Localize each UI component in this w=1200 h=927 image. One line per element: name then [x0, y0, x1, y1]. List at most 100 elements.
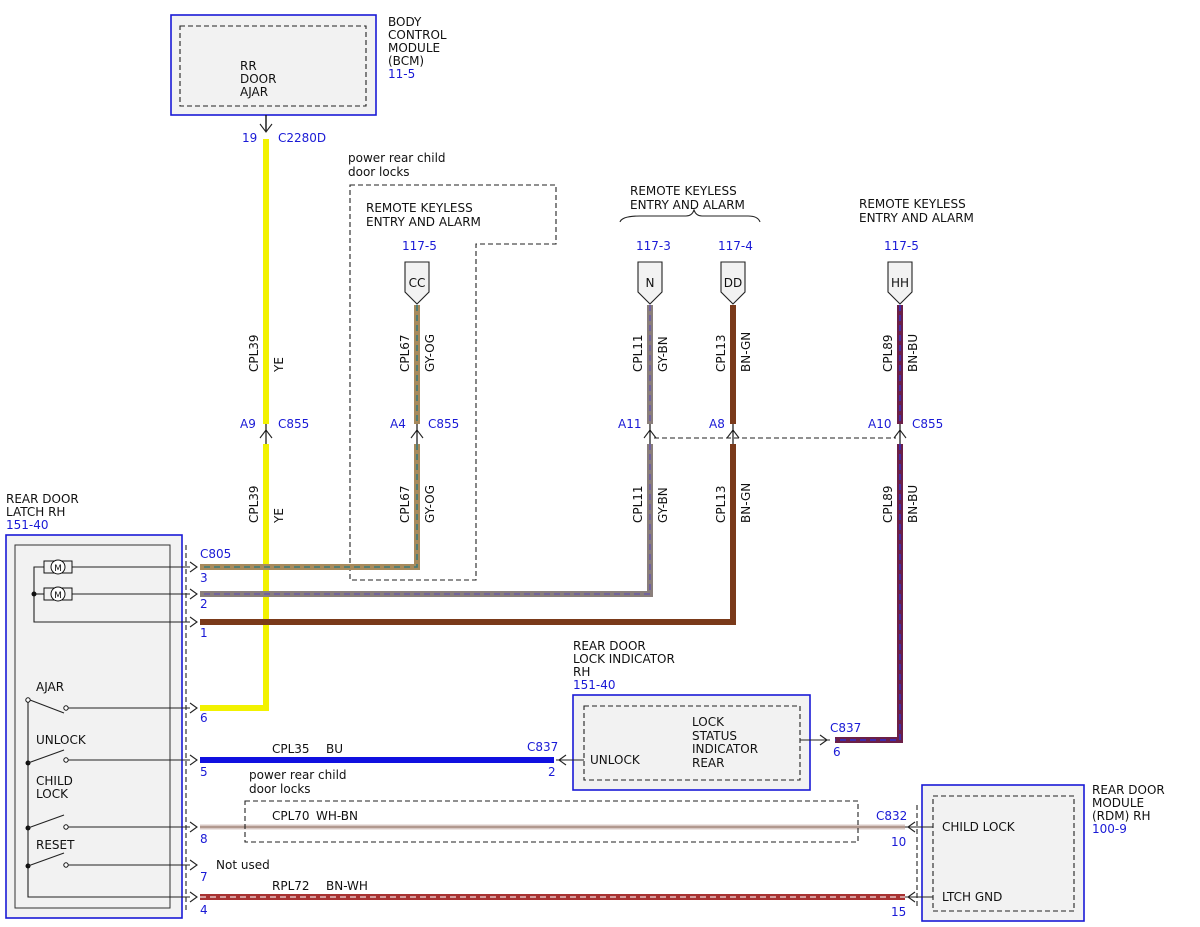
- latch-connector: C805: [200, 547, 231, 561]
- bcm-ref: 11-5: [388, 67, 415, 81]
- rke-right-label: REMOTE KEYLESS ENTRY AND ALARM: [859, 197, 974, 225]
- terminal-hh-label: HH: [891, 276, 909, 290]
- switch-child-lock-label: CHILD LOCK: [36, 774, 77, 801]
- switch-unlock-label: UNLOCK: [36, 733, 87, 747]
- rke-middle-label: REMOTE KEYLESS ENTRY AND ALARM: [630, 184, 745, 212]
- motor-icon: M: [43, 559, 73, 575]
- rdm-child-lock: CHILD LOCK: [942, 820, 1016, 834]
- c837-right-pin: 6: [833, 745, 841, 759]
- c837-left-label: C837: [527, 740, 558, 754]
- latch-pin-4: 4: [200, 903, 208, 917]
- lock-indicator-box: [572, 694, 811, 791]
- cpl67-circuit-lower: CPL67: [398, 485, 412, 523]
- child-locks-option-frame-bottom: [244, 800, 859, 843]
- c832-pin-15-arrow: [907, 891, 916, 903]
- terminal-n-label: N: [646, 276, 655, 290]
- latch-pin-7: 7: [200, 870, 208, 884]
- c855-pin-a8: A8: [709, 417, 725, 431]
- rke-left-label: REMOTE KEYLESS ENTRY AND ALARM: [366, 201, 481, 229]
- motor-icon: M: [43, 586, 73, 602]
- wire-cpl13-lower: [200, 444, 736, 625]
- cpl89-color-upper: BN-BU: [906, 334, 920, 372]
- lock-indicator-inner-box: [583, 705, 801, 781]
- bcm-inner-box: [179, 25, 367, 107]
- cpl70-circuit: CPL70: [272, 809, 310, 823]
- rpl72-circuit: RPL72: [272, 879, 310, 893]
- wire-cpl39-lower: [200, 444, 269, 711]
- cpl67-color-upper: GY-OG: [423, 334, 437, 372]
- cpl89-circuit-lower: CPL89: [881, 485, 895, 523]
- c832-pin-10-arrow: [907, 821, 916, 833]
- bcm-pin-arrow: [259, 123, 273, 133]
- c832-pin-10: 10: [891, 835, 906, 849]
- pin-7-not-used: Not used: [216, 858, 270, 872]
- latch-pin-3: 3: [200, 571, 208, 585]
- c837-right-label: C837: [830, 721, 861, 735]
- switch-child-lock-icon: [27, 814, 65, 829]
- rke-middle-brace: [619, 208, 761, 223]
- terminal-cc: [404, 261, 430, 305]
- latch-pin-1: 1: [200, 626, 208, 640]
- child-locks-note-top: power rear child door locks: [348, 151, 449, 179]
- switch-ajar-icon: [29, 699, 65, 714]
- cpl13-circuit-upper: CPL13: [714, 334, 728, 372]
- cpl11-circuit-upper: CPL11: [631, 334, 645, 372]
- c855-pin-a4: A4: [390, 417, 406, 431]
- cpl39-color-lower: YE: [272, 508, 286, 524]
- terminal-cc-label: CC: [409, 276, 426, 290]
- c805-pin-arrows: [189, 561, 198, 903]
- cpl13-circuit-lower: CPL13: [714, 485, 728, 523]
- lock-indicator-unlock: UNLOCK: [590, 753, 641, 767]
- c855-pin-a9: A9: [240, 417, 256, 431]
- rdm-ltch-gnd: LTCH GND: [942, 890, 1002, 904]
- cpl67-circuit-upper: CPL67: [398, 334, 412, 372]
- terminal-hh: [887, 261, 913, 305]
- latch-pin-6: 6: [200, 711, 208, 725]
- rdm-ref: 100-9: [1092, 822, 1127, 836]
- bcm-inner-label: RR DOOR AJAR: [240, 59, 280, 99]
- lock-indicator-inner-label: LOCK STATUS INDICATOR REAR: [692, 715, 762, 770]
- cpl11-circuit-lower: CPL11: [631, 485, 645, 523]
- lock-indicator-ref: 151-40: [573, 678, 616, 692]
- cpl11-color-upper: GY-BN: [656, 336, 670, 372]
- latch-inner-box: [14, 544, 171, 909]
- cpl70-color: WH-BN: [316, 809, 358, 823]
- bcm-connector: C2280D: [278, 131, 326, 145]
- bcm-box: [170, 14, 377, 116]
- switch-reset-label: RESET: [36, 838, 75, 852]
- rdm-box: [921, 784, 1085, 922]
- latch-title: REAR DOOR LATCH RH: [6, 492, 83, 519]
- cpl13-color-upper: BN-GN: [739, 332, 753, 372]
- cpl13-color-lower: BN-GN: [739, 483, 753, 523]
- cpl39-circuit-lower: CPL39: [247, 485, 261, 523]
- c837-right-arrow: [819, 734, 828, 746]
- c855-label-3: C855: [912, 417, 943, 431]
- c855-label-2: C855: [428, 417, 459, 431]
- lock-indicator-title: REAR DOOR LOCK INDICATOR RH: [573, 639, 679, 679]
- c837-left-pin: 2: [548, 765, 556, 779]
- c832-label: C832: [876, 809, 907, 823]
- child-locks-note-bottom: power rear child door locks: [249, 768, 350, 796]
- terminal-dd: [720, 261, 746, 305]
- c855-connector-marks: [259, 424, 907, 444]
- latch-switch-common: [27, 700, 190, 898]
- cpl11-color-lower: GY-BN: [656, 487, 670, 523]
- switch-reset-icon: [27, 852, 65, 867]
- rke-n-ref: 117-3: [636, 239, 671, 253]
- bcm-title: BODY CONTROL MODULE (BCM): [388, 15, 450, 68]
- child-locks-option-frame: [349, 184, 557, 581]
- switch-unlock-icon: [27, 749, 65, 764]
- latch-ref: 151-40: [6, 518, 49, 532]
- svg-text:M: M: [54, 591, 62, 601]
- rke-hh-ref: 117-5: [884, 239, 919, 253]
- svg-text:M: M: [54, 564, 62, 574]
- rke-dd-ref: 117-4: [718, 239, 753, 253]
- latch-pin-5: 5: [200, 765, 208, 779]
- latch-pin-2: 2: [200, 597, 208, 611]
- cpl35-circuit: CPL35: [272, 742, 310, 756]
- c832-pin-15: 15: [891, 905, 906, 919]
- switch-ajar-label: AJAR: [36, 680, 64, 694]
- terminal-dd-label: DD: [724, 276, 742, 290]
- wire-cpl67-lower: [200, 444, 420, 570]
